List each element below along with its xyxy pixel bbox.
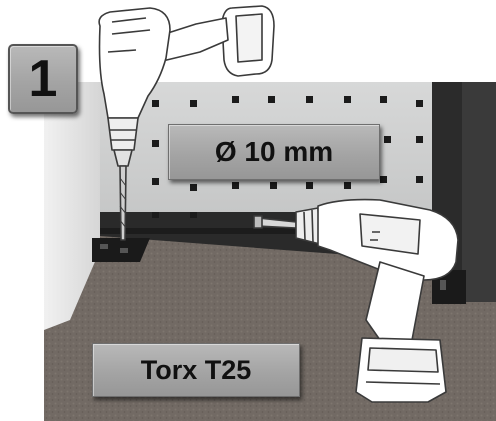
drill-icon (98, 5, 275, 241)
drill-size-label: Ø 10 mm (168, 124, 380, 180)
screwdriver-drill-icon (253, 198, 459, 403)
screw-bit-label: Torx T25 (92, 343, 300, 397)
step-number-badge: 1 (8, 44, 78, 114)
